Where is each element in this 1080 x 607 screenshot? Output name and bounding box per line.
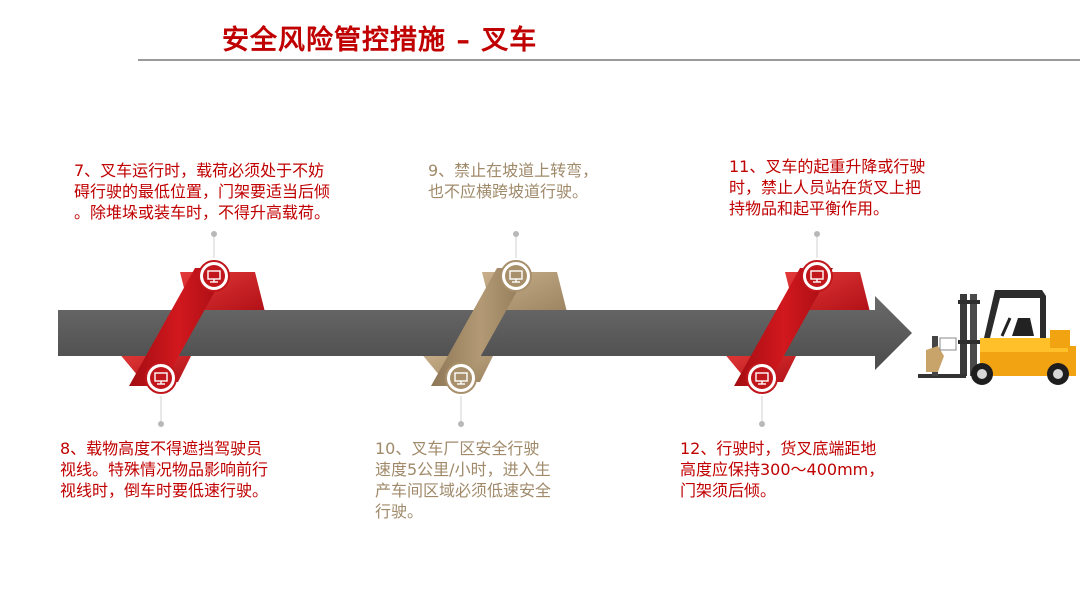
badge-bottom-1 bbox=[146, 363, 176, 393]
badge-top-1 bbox=[199, 261, 229, 291]
badge-bottom-3 bbox=[747, 363, 777, 393]
note-9: 9、禁止在坡道上转弯， 也不应横跨坡道行驶。 bbox=[428, 160, 668, 202]
badge-top-2 bbox=[501, 261, 531, 291]
forklift-illustration bbox=[918, 290, 1076, 385]
note-12: 12、行驶时，货叉底端距地 高度应保持300～400mm， 门架须后倾。 bbox=[680, 438, 930, 501]
badge-top-3 bbox=[802, 261, 832, 291]
note-11: 11、叉车的起重升降或行驶 时，禁止人员站在货叉上把 持物品和起平衡作用。 bbox=[729, 156, 989, 219]
note-10: 10、叉车厂区安全行驶 速度5公里/小时，进入生 产车间区域必须低速安全 行驶。 bbox=[375, 438, 605, 522]
note-8: 8、载物高度不得遮挡驾驶员 视线。特殊情况物品影响前行 视线时，倒车时要低速行驶… bbox=[60, 438, 320, 501]
note-7: 7、叉车运行时，载荷必须处于不妨 碍行驶的最低位置，门架要适当后倾 。除堆垛或装… bbox=[74, 160, 374, 223]
badge-bottom-2 bbox=[446, 363, 476, 393]
